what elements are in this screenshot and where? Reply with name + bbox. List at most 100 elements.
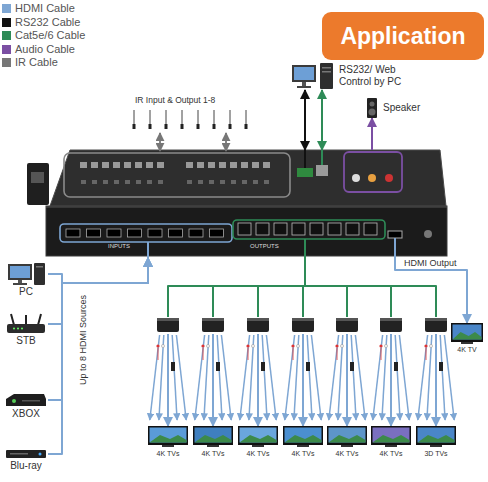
device-icon bbox=[451, 323, 483, 345]
ir-emitter bbox=[306, 362, 310, 371]
hdmi-arrow bbox=[399, 335, 409, 420]
drawing-part bbox=[10, 453, 28, 455]
ir-port bbox=[220, 180, 225, 184]
drawing-part bbox=[297, 445, 309, 447]
node-text: STB bbox=[16, 335, 35, 347]
hdbaset-receiver bbox=[336, 318, 358, 332]
drawing-part bbox=[50, 150, 446, 206]
connector-line bbox=[212, 334, 214, 426]
drawing-part bbox=[322, 67, 331, 69]
source-xbox: XBOX bbox=[4, 392, 48, 420]
connector bbox=[372, 118, 373, 150]
connector bbox=[305, 258, 391, 426]
source-stb: STB bbox=[4, 313, 48, 347]
drawing-part bbox=[39, 453, 42, 456]
ir-port bbox=[187, 180, 192, 184]
rj45-port bbox=[346, 223, 359, 235]
ir-port bbox=[209, 180, 214, 184]
ir-cable bbox=[426, 348, 427, 360]
ir-cable bbox=[198, 110, 199, 124]
drawing-part bbox=[12, 399, 16, 403]
drawing-part bbox=[4, 313, 48, 335]
tv-display: 4K TVs bbox=[281, 426, 325, 458]
ir-cable bbox=[166, 110, 167, 124]
node-text: 4K TVs bbox=[247, 449, 270, 458]
ir-plug bbox=[246, 344, 249, 347]
edge-label: HDMI Output bbox=[402, 258, 459, 268]
connector-line bbox=[321, 90, 323, 150]
hdbaset-receiver bbox=[202, 318, 224, 332]
drawing-part bbox=[371, 426, 411, 448]
node-text: 4K TVs bbox=[292, 449, 315, 458]
ir-port bbox=[263, 162, 270, 168]
drawing-part bbox=[327, 426, 367, 445]
drawing-part bbox=[344, 152, 402, 192]
hdmi-arrow bbox=[427, 335, 432, 420]
drawing-part bbox=[418, 435, 455, 443]
rj45-port bbox=[274, 223, 287, 235]
drawing-part bbox=[10, 266, 30, 278]
ir-plug bbox=[429, 344, 432, 347]
drawing-part bbox=[6, 450, 46, 458]
tv-display: 4K TVs bbox=[325, 426, 369, 458]
legend-swatch bbox=[2, 4, 11, 13]
hdmi-arrow bbox=[307, 335, 312, 420]
ir-cable bbox=[214, 110, 215, 124]
hdmi-arrow bbox=[150, 335, 160, 420]
legend-swatch bbox=[2, 31, 11, 40]
hdmi-port bbox=[169, 229, 183, 237]
output-tv: 4K TV bbox=[449, 323, 485, 354]
drawing-part bbox=[416, 426, 456, 448]
hdmi-arrow bbox=[329, 335, 339, 420]
drawing-part bbox=[225, 133, 227, 151]
device-icon bbox=[238, 426, 278, 448]
legend-swatch bbox=[2, 18, 11, 27]
device-icon bbox=[283, 426, 323, 448]
ir-port bbox=[242, 180, 247, 184]
hdmi-arrow bbox=[373, 335, 383, 420]
ir-plug bbox=[206, 344, 209, 347]
ir-plug bbox=[335, 344, 338, 347]
connector-line bbox=[346, 334, 348, 426]
ir-plug bbox=[340, 344, 343, 347]
rj45-port bbox=[292, 223, 305, 235]
node-text: Speaker bbox=[383, 102, 420, 114]
ir-plug bbox=[379, 344, 382, 347]
connector bbox=[258, 258, 305, 426]
drawing-part bbox=[31, 172, 44, 183]
drawing-part bbox=[4, 448, 48, 460]
ir-port bbox=[81, 180, 86, 184]
ir-port bbox=[113, 162, 120, 168]
node-text: Blu-ray bbox=[10, 460, 42, 472]
title-text: Application bbox=[340, 23, 465, 50]
drawing-part bbox=[322, 71, 331, 73]
ir-plug bbox=[424, 344, 427, 347]
ir-cable bbox=[337, 348, 338, 360]
connector bbox=[305, 90, 306, 150]
drawing-part bbox=[453, 325, 482, 340]
source-pc: PC bbox=[4, 262, 48, 298]
hdmi-arrow bbox=[418, 335, 428, 420]
legend-text: Audio Cable bbox=[15, 43, 75, 56]
rotated-label: Up to 8 HDMI Sources bbox=[78, 295, 88, 385]
hdmi-arrow bbox=[195, 335, 205, 420]
node-text: 4K TVs bbox=[336, 449, 359, 458]
legend-text: HDMI Cable bbox=[15, 2, 75, 15]
hdmi-arrow bbox=[249, 335, 254, 420]
drawing-part bbox=[292, 65, 316, 82]
legend-text: Cat5e/6 Cable bbox=[15, 29, 85, 42]
control-pc: RS232/ Web Control by PC bbox=[292, 62, 421, 90]
source-bluray: Blu-ray bbox=[4, 448, 48, 472]
speaker: Speaker bbox=[366, 98, 420, 118]
connector-line bbox=[305, 258, 391, 317]
receiver-top bbox=[380, 318, 402, 321]
drawing-part bbox=[285, 435, 322, 443]
receiver-top bbox=[425, 318, 447, 321]
hdmi-arrow bbox=[217, 335, 222, 420]
ir-plug bbox=[201, 344, 204, 347]
rj45-port bbox=[238, 223, 251, 235]
ir-emitter bbox=[216, 362, 220, 371]
node-text: 4K TVs bbox=[202, 449, 225, 458]
node-text: OUTPUTS bbox=[250, 243, 279, 250]
